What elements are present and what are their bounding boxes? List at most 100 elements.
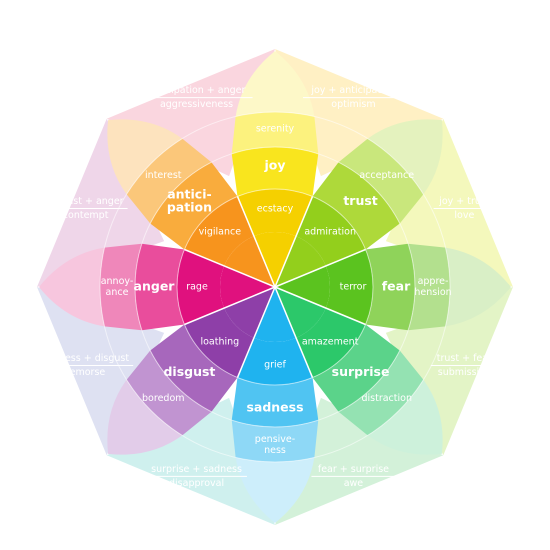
ring-divider — [134, 146, 416, 428]
emotion-mild-label: pensive- — [255, 434, 295, 445]
petal-sadness — [231, 287, 319, 523]
emotion-mild-label: ance — [106, 287, 129, 298]
dyad-combination-label: surprise + sadness — [151, 464, 242, 475]
petal-inner — [220, 265, 275, 309]
dyad-combination-label: fear + surprise — [318, 464, 389, 475]
petal-core — [296, 308, 366, 378]
dyad-result-label: awe — [344, 478, 364, 489]
emotion-intense-label: rage — [186, 282, 208, 293]
petal-tip — [235, 457, 315, 523]
petal-main — [134, 243, 185, 331]
petal-core — [184, 196, 254, 266]
dyad-result-label: love — [454, 210, 474, 221]
petal-outer — [338, 138, 424, 224]
emotion-primary-label: surprise — [332, 364, 390, 379]
petal-core — [177, 249, 225, 325]
petal-divider — [274, 196, 314, 288]
emotion-primary-label: fear — [382, 279, 411, 294]
emotion-primary-label: disgust — [163, 364, 215, 379]
petal-anger — [39, 243, 275, 331]
dyad-result-label: remorse — [66, 367, 105, 378]
petal-tip — [107, 379, 183, 455]
petal-outer — [126, 350, 212, 436]
petal-outer — [126, 138, 212, 224]
petal-inner — [275, 287, 326, 338]
petal-inner — [253, 232, 297, 287]
petal-tip — [39, 247, 105, 327]
petal-main — [150, 162, 238, 250]
dyad-combination-label: joy + trust — [438, 196, 490, 207]
petal-core — [237, 189, 313, 237]
petal-outer — [100, 243, 142, 331]
petal-fear — [275, 243, 511, 331]
emotion-mild-label: boredom — [142, 393, 184, 404]
petal-surprise — [275, 287, 443, 455]
ring-divider — [176, 188, 374, 386]
dyad-combination-label: trust + fear — [437, 353, 492, 364]
petal-main — [231, 377, 319, 428]
petal-tip — [107, 119, 183, 195]
dyad-result-label: submission — [438, 367, 491, 378]
dyad-combination-label: sadness + disgust — [42, 353, 129, 364]
emotion-mild-label: annoy- — [101, 276, 134, 287]
petal-main — [231, 147, 319, 197]
petal-divider — [274, 286, 366, 326]
emotion-mild-label: serenity — [256, 124, 295, 135]
petal-inner — [224, 287, 275, 338]
petal-divider — [184, 286, 276, 326]
petal-joy — [231, 51, 319, 287]
petal-tip — [445, 247, 511, 327]
petal-main — [365, 243, 416, 331]
petal-core — [325, 249, 373, 325]
emotion-intense-label: ecstacy — [257, 204, 294, 215]
emotion-petals — [39, 51, 511, 523]
petal-main — [312, 162, 400, 250]
petal-inner — [275, 236, 326, 287]
dyad-combination-label: disgust + anger — [48, 196, 124, 207]
emotion-primary-label: joy — [263, 158, 285, 173]
emotion-primary-label: anger — [134, 279, 176, 294]
petal-divider — [274, 248, 366, 288]
dyad-result-label: contempt — [63, 210, 109, 221]
petal-core — [296, 196, 366, 266]
emotion-primary-label: antici- — [167, 186, 211, 201]
dyad-combination-label: joy + anticipation — [310, 85, 395, 96]
emotion-mild-label: interest — [145, 170, 182, 181]
petal-inner — [224, 236, 275, 287]
petal-divider — [184, 248, 276, 288]
emotion-intense-label: vigilance — [199, 226, 242, 237]
dyad-combination-label: anticipation + anger — [148, 85, 246, 96]
dyad-result-label: disapproval — [169, 478, 224, 489]
emotion-labels: ecstacyjoyserenityadmirationtrustaccepta… — [38, 85, 498, 489]
petal-main — [150, 324, 238, 412]
emotion-mild-label: distraction — [361, 393, 412, 404]
petal-outer — [231, 420, 319, 462]
dyad-result-label: optimism — [331, 99, 375, 110]
petal-outer — [338, 350, 424, 436]
emotion-primary-label: pation — [167, 199, 212, 214]
petal-tip — [235, 51, 315, 117]
petal-trust — [275, 119, 443, 287]
emotion-intense-label: amazement — [302, 337, 359, 348]
emotion-mild-label: appre- — [418, 276, 449, 287]
petal-disgust — [107, 287, 275, 455]
emotion-intense-label: admiration — [304, 226, 356, 237]
emotion-intense-label: loathing — [200, 337, 239, 348]
dyad-result-label: aggressiveness — [160, 99, 233, 110]
ring-divider — [99, 111, 451, 463]
emotion-intense-label: grief — [264, 360, 286, 371]
petal-main — [312, 324, 400, 412]
petal-anticipation — [107, 119, 275, 287]
emotion-intense-label: terror — [340, 282, 367, 293]
petal-divider — [236, 286, 276, 378]
petal-outer — [408, 243, 451, 331]
emotion-mild-label: hension — [414, 287, 451, 298]
petal-divider — [236, 196, 276, 288]
petal-core — [184, 308, 254, 378]
petal-inner — [275, 265, 331, 309]
emotion-mild-label: acceptance — [359, 170, 414, 181]
petal-divider — [274, 286, 314, 378]
petal-tip — [367, 379, 443, 455]
petal-inner — [253, 287, 297, 342]
